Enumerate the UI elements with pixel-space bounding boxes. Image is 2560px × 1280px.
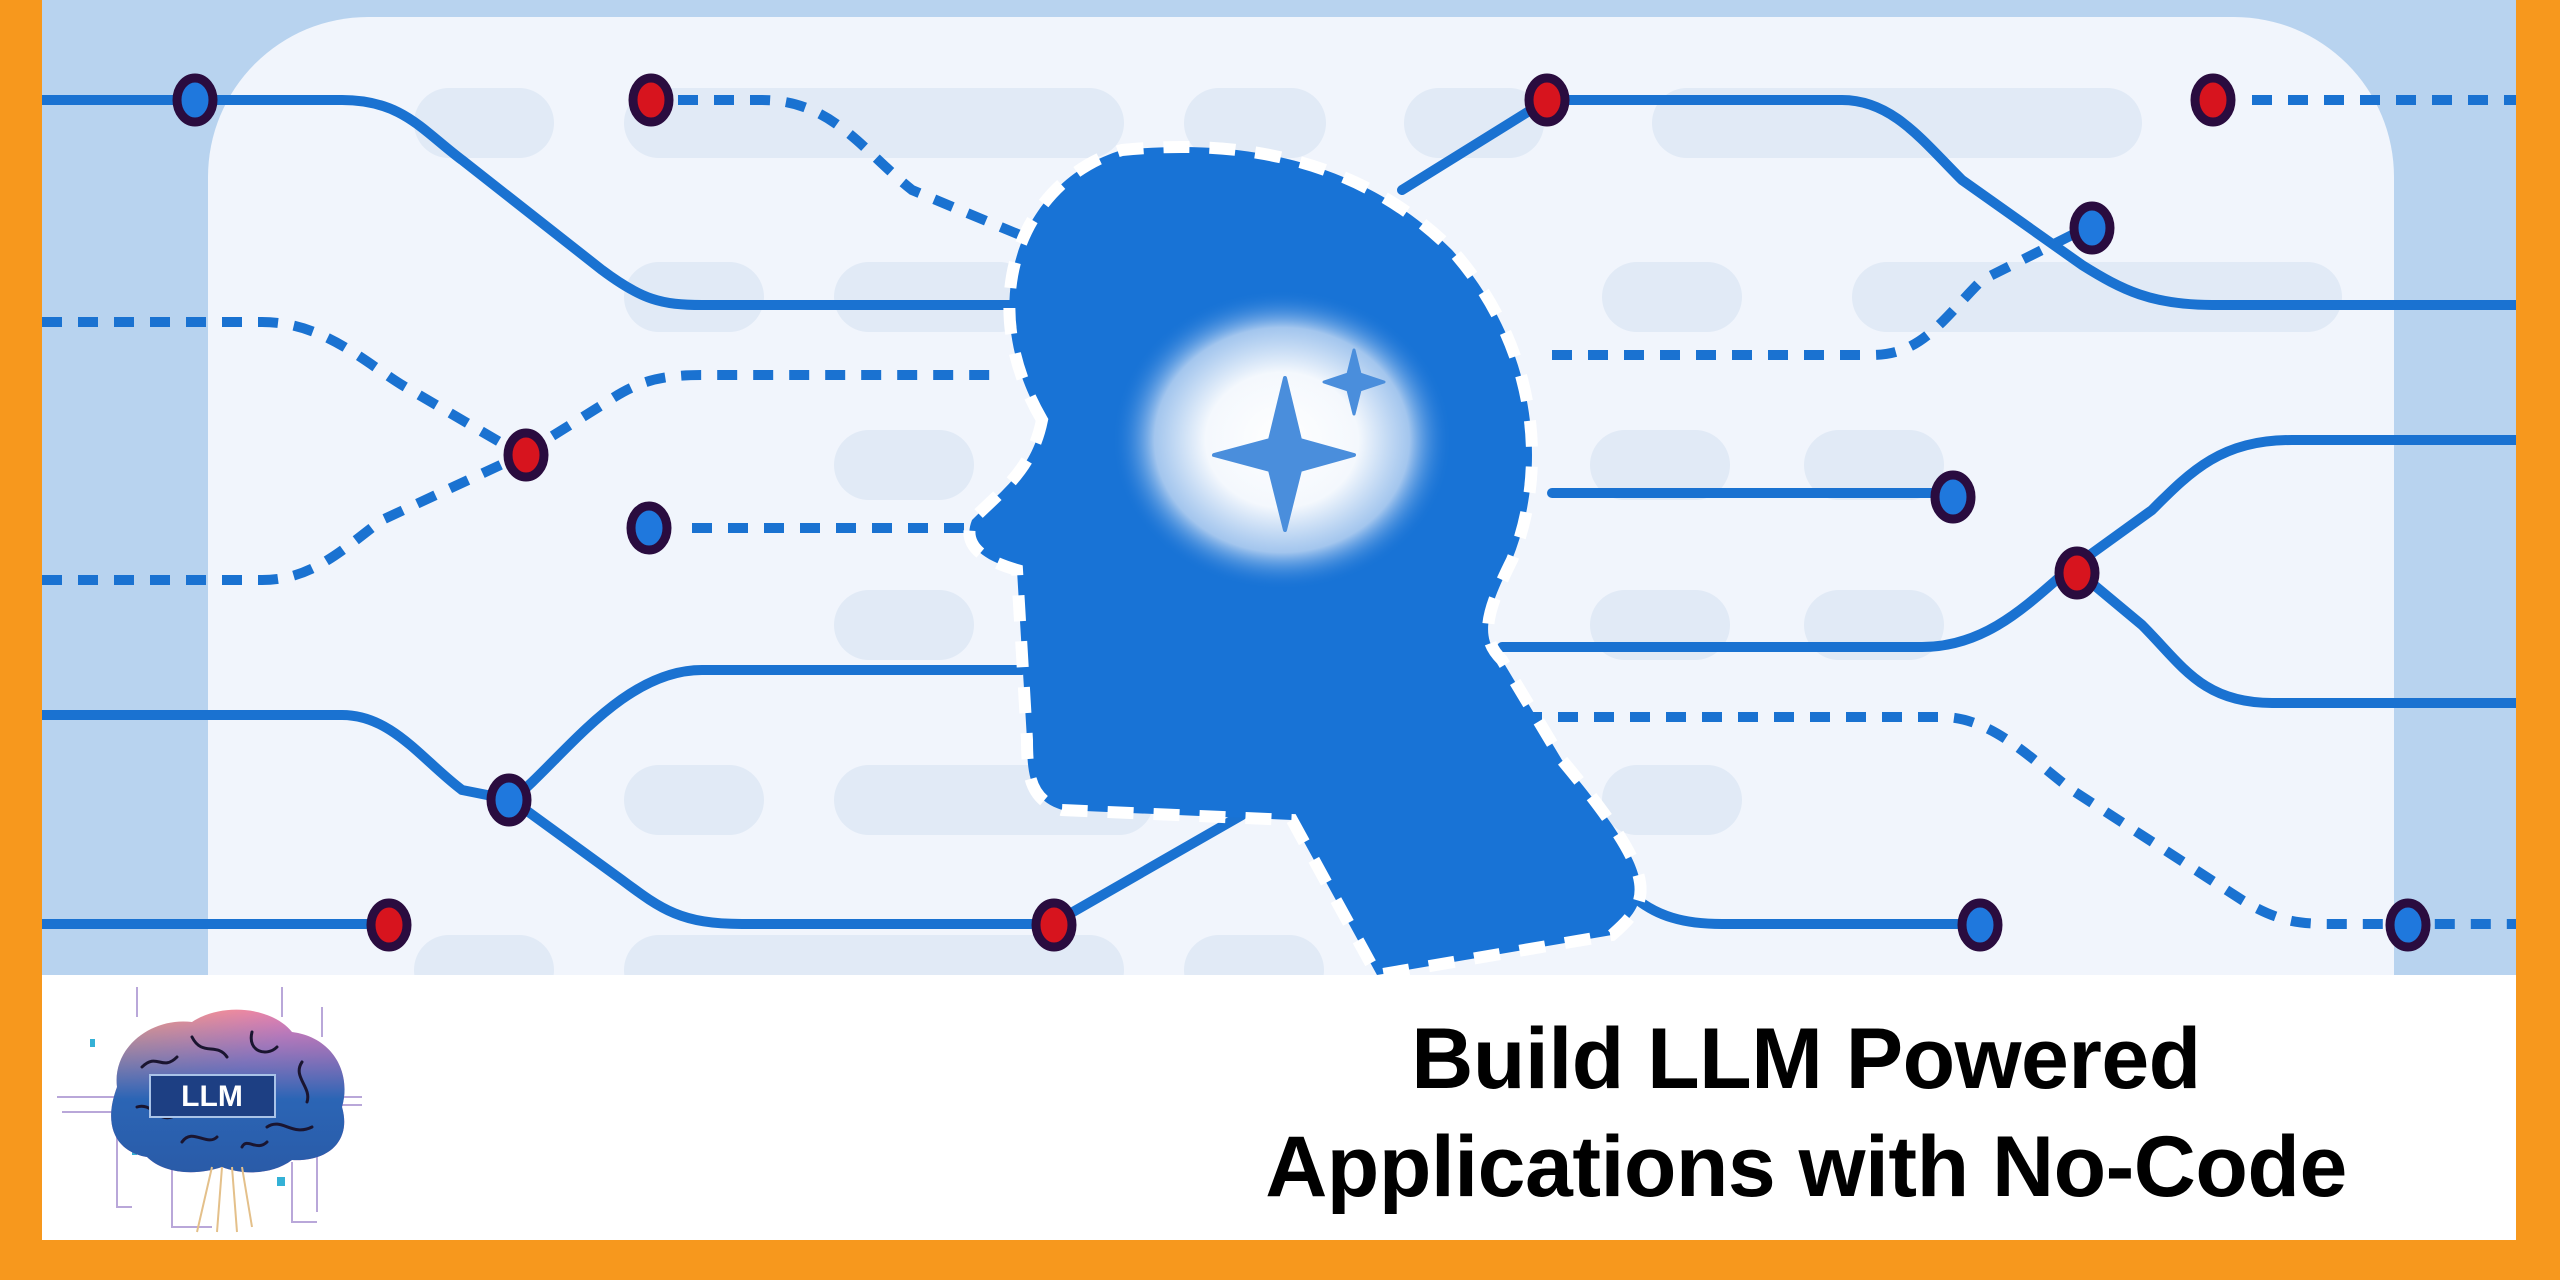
title-bar: LLM Build LLM Powered Applications with … (42, 975, 2516, 1240)
ai-head-silhouette-icon (963, 140, 1647, 975)
logo-text: LLM (181, 1080, 243, 1113)
circuit-nodes (172, 73, 2431, 952)
title-line-1: Build LLM Powered (1411, 1011, 2201, 1107)
sparkle-small-icon (1322, 348, 1386, 416)
dashed-connections (42, 95, 2516, 929)
brain-circuit-logo-icon: LLM (57, 987, 362, 1233)
sparkle-icon (1212, 376, 1356, 532)
circuit-network (42, 73, 2516, 975)
page-title: Build LLM Powered Applications with No-C… (1156, 1005, 2456, 1221)
hero-illustration (42, 0, 2516, 975)
title-line-2: Applications with No-Code (1265, 1119, 2347, 1215)
